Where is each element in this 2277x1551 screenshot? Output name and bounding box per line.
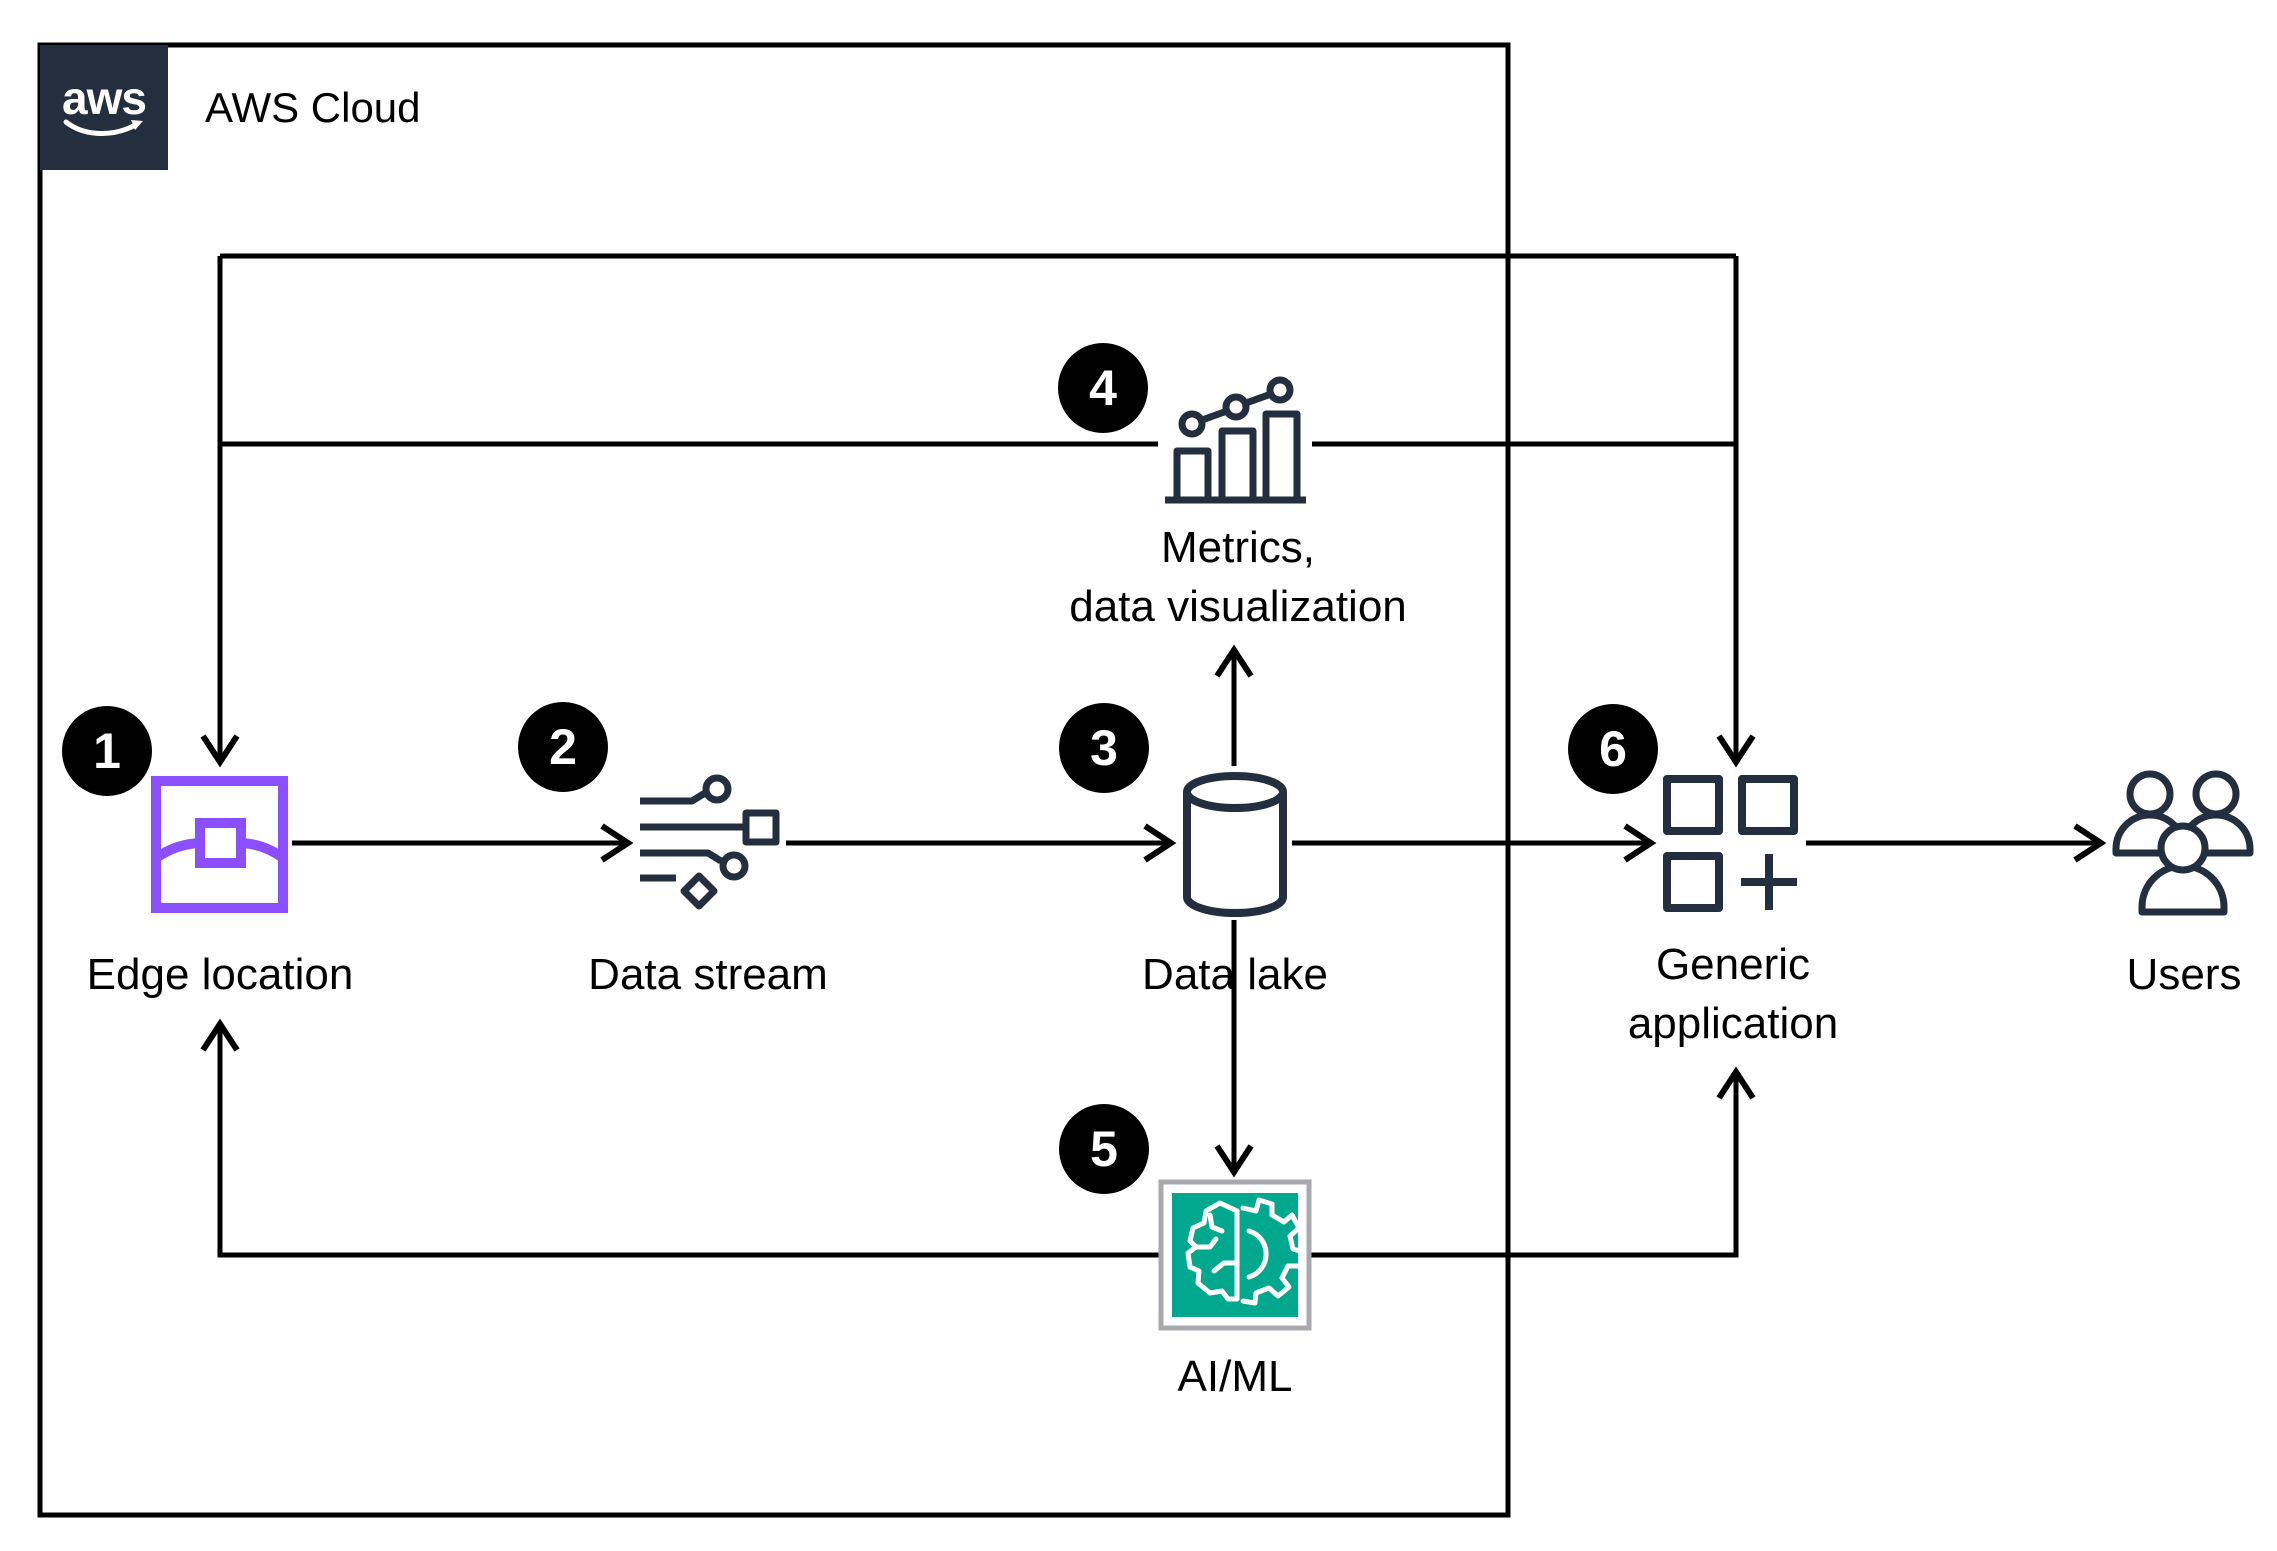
metrics-label-line2: data visualization [1069, 582, 1407, 631]
aws-smile-icon [63, 119, 143, 136]
edge-location-label: Edge location [86, 950, 354, 999]
edge-location-icon [151, 776, 288, 913]
generic-application-icon [1663, 775, 1798, 912]
data-stream-label: Data stream [588, 950, 828, 999]
data-lake-icon [1183, 772, 1287, 917]
badge-2: 2 [518, 702, 608, 792]
aws-logo: aws [40, 45, 168, 170]
badge-3: 3 [1059, 703, 1149, 793]
ai-ml-label: AI/ML [1177, 1352, 1293, 1401]
badge-4: 4 [1058, 343, 1148, 433]
users-label: Users [2126, 950, 2242, 999]
generic-application-label-line1: Generic [1655, 940, 1811, 989]
aiml-feedback-path [200, 1018, 1756, 1258]
aws-cloud-title: AWS Cloud [205, 84, 421, 131]
aws-cloud-box [37, 42, 1511, 1518]
data-stream-icon [640, 774, 780, 910]
badge-1: 1 [62, 706, 152, 796]
users-icon [2112, 770, 2254, 916]
main-flow-arrows [292, 644, 2107, 1178]
ai-ml-icon [1158, 1179, 1312, 1331]
generic-application-label-line2: application [1627, 999, 1839, 1048]
badge-5: 5 [1059, 1104, 1149, 1194]
data-lake-label: Data lake [1142, 950, 1328, 999]
metrics-label-line1: Metrics, [1161, 523, 1315, 572]
metrics-feedback-path [200, 253, 1756, 768]
generic-application-label: Generic application [1513, 935, 1953, 1053]
badge-6: 6 [1568, 704, 1658, 794]
metrics-icon [1165, 376, 1306, 504]
metrics-label: Metrics, data visualization [1018, 518, 1458, 636]
aws-logo-word: aws [62, 71, 147, 124]
